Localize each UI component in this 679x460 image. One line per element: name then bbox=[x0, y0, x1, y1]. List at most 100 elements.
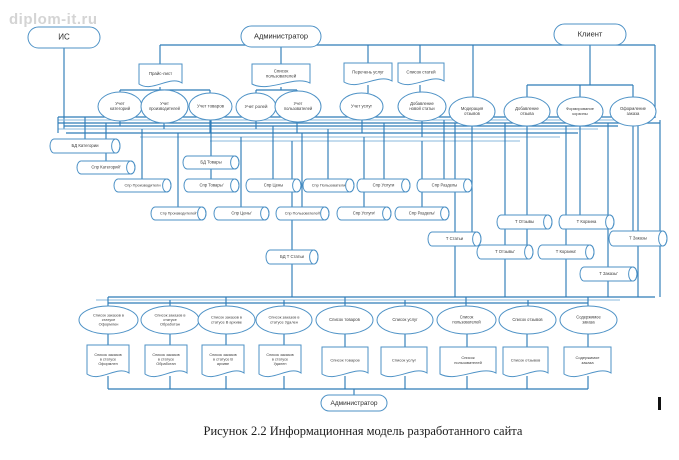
node-doc-spisok-uslug: Список услуг bbox=[380, 346, 428, 378]
node-label: Администратор bbox=[331, 400, 378, 407]
node-cyl-spr-tovary: Спр Товары' bbox=[183, 178, 240, 193]
node-cyl-spr-polzovateley-2: Спр Пользователей' bbox=[275, 206, 330, 221]
oval-shape bbox=[339, 92, 384, 121]
doc-shape bbox=[86, 344, 130, 378]
node-cyl-bd-t-stati: БД Т Статьи bbox=[265, 249, 319, 265]
node-label: Спр Услуги' bbox=[353, 211, 376, 216]
node-label: Т Заказы' bbox=[599, 271, 618, 276]
node-label: Перечень услуг bbox=[352, 70, 384, 75]
node-doc-spisok-tovarov: Список товаров bbox=[321, 346, 369, 378]
node-cyl-spr-proizvoditeli: Спр Производители bbox=[113, 178, 172, 193]
cylinder-end-cap bbox=[524, 244, 534, 260]
node-client: Клиент bbox=[553, 23, 627, 46]
node-cyl-spr-kategoriy: Спр Категорий' bbox=[76, 160, 136, 175]
node-cyl-spr-uslugi-2: Спр Услуги' bbox=[336, 206, 392, 221]
cylinder-end-cap bbox=[197, 206, 207, 221]
node-label: Т Статьи bbox=[446, 236, 464, 241]
cylinder-end-cap bbox=[230, 178, 240, 193]
node-label: Прайс-лист bbox=[149, 71, 172, 76]
doc-shape bbox=[144, 344, 188, 378]
node-label: Спр Цены' bbox=[231, 211, 252, 216]
oval-shape bbox=[436, 305, 497, 335]
node-label: Спр Производители bbox=[124, 183, 160, 188]
node-label: Администратор bbox=[254, 31, 308, 40]
cylinder-end-cap bbox=[230, 155, 240, 170]
node-label: Спр Производителей' bbox=[160, 211, 197, 215]
cylinder-end-cap bbox=[605, 214, 615, 230]
doc-shape bbox=[380, 346, 428, 378]
node-cyl-t-korzina: Т Корзина bbox=[558, 214, 615, 230]
node-label: БД Т Статьи bbox=[280, 254, 305, 259]
oval-shape bbox=[397, 91, 447, 122]
node-label: Список товаров bbox=[329, 317, 360, 322]
node-label: Спр Пользователей' bbox=[285, 212, 321, 216]
node-cyl-t-otzyvy: Т Отзывы bbox=[496, 214, 553, 230]
node-cyl-spr-ceny: Спр Цены bbox=[245, 178, 302, 193]
node-cyl-bd-tovary: БД Товары bbox=[182, 155, 240, 170]
doc-shape bbox=[563, 346, 612, 378]
site-watermark: diplom-it.ru bbox=[9, 11, 98, 28]
node-label: Список товаров bbox=[330, 358, 359, 363]
node-ov-spisok-tovarov: Список товаров bbox=[315, 305, 374, 335]
cylinder-end-cap bbox=[292, 178, 302, 193]
cylinder-end-cap bbox=[126, 160, 136, 175]
node-doc-price-list: Прайс-лист bbox=[138, 63, 183, 88]
doc-shape bbox=[201, 344, 245, 378]
oval-shape bbox=[503, 96, 551, 127]
node-cyl-spr-ceny-2: Спр Цены' bbox=[213, 206, 270, 221]
cylinder-end-cap bbox=[543, 214, 553, 230]
oval-shape bbox=[78, 305, 139, 335]
node-ov-uchet-roley: Учет ролей bbox=[235, 92, 277, 122]
doc-shape bbox=[397, 62, 445, 86]
oval-shape bbox=[140, 89, 189, 124]
node-label: Список отзывов bbox=[512, 317, 542, 322]
node-label: Спр Услуги bbox=[373, 183, 395, 188]
node-doc-article-list: Список статей bbox=[397, 62, 445, 86]
node-ov-uchet-tovarov: Учет товаров bbox=[188, 92, 233, 121]
node-label: Т Корзина' bbox=[556, 249, 577, 254]
node-doc-spisok-otzyvov: Список отзывов bbox=[502, 346, 549, 378]
cylinder-end-cap bbox=[401, 178, 411, 193]
node-label: Учет товаров bbox=[197, 104, 225, 109]
node-doc-service-list: Перечень услуг bbox=[343, 62, 393, 86]
oval-shape bbox=[255, 305, 313, 335]
terminator-shape bbox=[240, 25, 322, 48]
node-cyl-t-zakazy-2: Т Заказы' bbox=[579, 266, 638, 282]
node-label: Учет ролей bbox=[245, 104, 268, 109]
oval-shape bbox=[188, 92, 233, 121]
doc-shape bbox=[343, 62, 393, 86]
cylinder-end-cap bbox=[162, 178, 172, 193]
oval-shape bbox=[559, 305, 618, 335]
node-cyl-spr-razdely-2: Спр Разделы' bbox=[394, 206, 450, 221]
oval-shape bbox=[498, 305, 557, 335]
cylinder-end-cap bbox=[585, 244, 595, 260]
node-label: Т Отзывы' bbox=[495, 249, 515, 254]
